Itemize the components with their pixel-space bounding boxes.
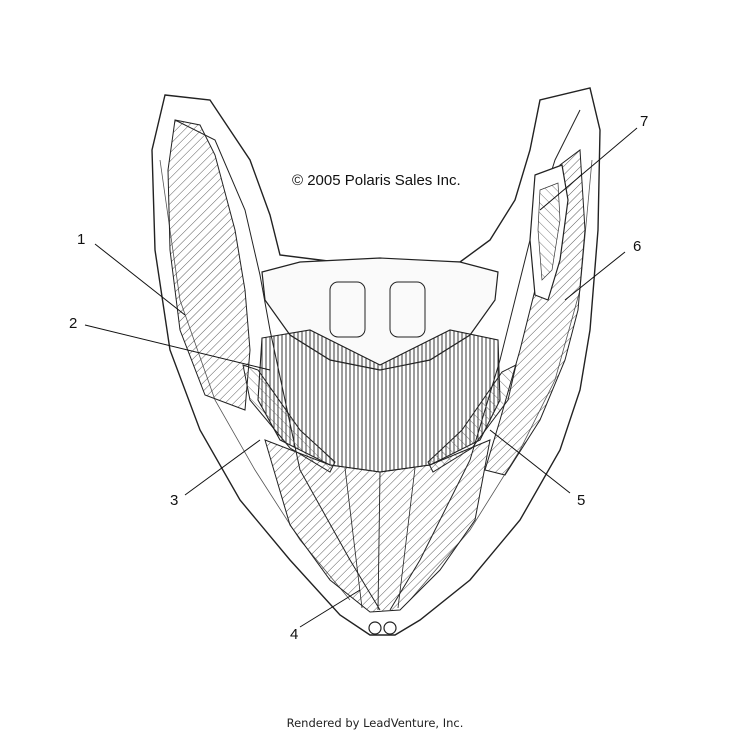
callout-1: 1 — [77, 231, 86, 248]
copyright-text: © 2005 Polaris Sales Inc. — [292, 172, 461, 189]
callout-2: 2 — [69, 315, 78, 332]
callout-5: 5 — [577, 492, 586, 509]
callout-4: 4 — [290, 626, 299, 643]
rendered-by-footer: Rendered by LeadVenture, Inc. — [286, 716, 464, 730]
decal-center-upper — [257, 329, 501, 473]
callout-3: 3 — [170, 492, 179, 509]
callout-6: 6 — [633, 238, 642, 255]
callout-7: 7 — [640, 113, 649, 130]
decal-nose — [264, 439, 491, 613]
